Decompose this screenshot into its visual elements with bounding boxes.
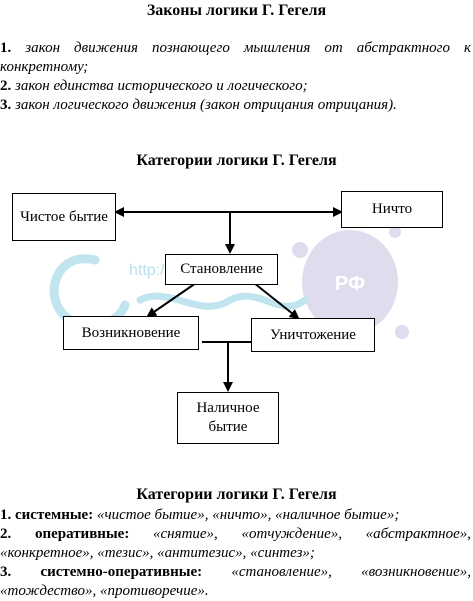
category-item-3: 3. системно-оперативные: «становление», … (0, 564, 472, 599)
box-pure-being: Чистое бытие (12, 193, 116, 241)
category-item-2: 2. оперативные: «снятие», «отчуждение», … (0, 526, 472, 561)
box-becoming: Становление (165, 254, 278, 285)
category-item-1: 1. системные: «чистое бытие», «ничто», «… (0, 507, 400, 523)
diagram-title: Категории логики Г. Гегеля (136, 152, 337, 169)
laws-title: Законы логики Г. Гегеля (146, 2, 327, 19)
law-item-1: 1. закон движения познающего мышления от… (0, 40, 472, 75)
categories-title: Категории логики Г. Гегеля (136, 486, 337, 503)
law-item-2: 2. закон единства исторического и логиче… (0, 78, 308, 94)
box-arising: Возникновение (63, 316, 199, 350)
box-nothing: Ничто (341, 191, 443, 228)
arrow-to-destruction (253, 282, 300, 320)
box-determinate-being: Наличное бытие (177, 392, 279, 444)
box-destruction: Уничтожение (251, 318, 375, 352)
law-item-3: 3. закон логического движения (закон отр… (0, 97, 397, 113)
arrow-to-arising (146, 282, 197, 318)
watermark-splash (302, 230, 398, 334)
watermark-badge: РФ (335, 273, 365, 295)
